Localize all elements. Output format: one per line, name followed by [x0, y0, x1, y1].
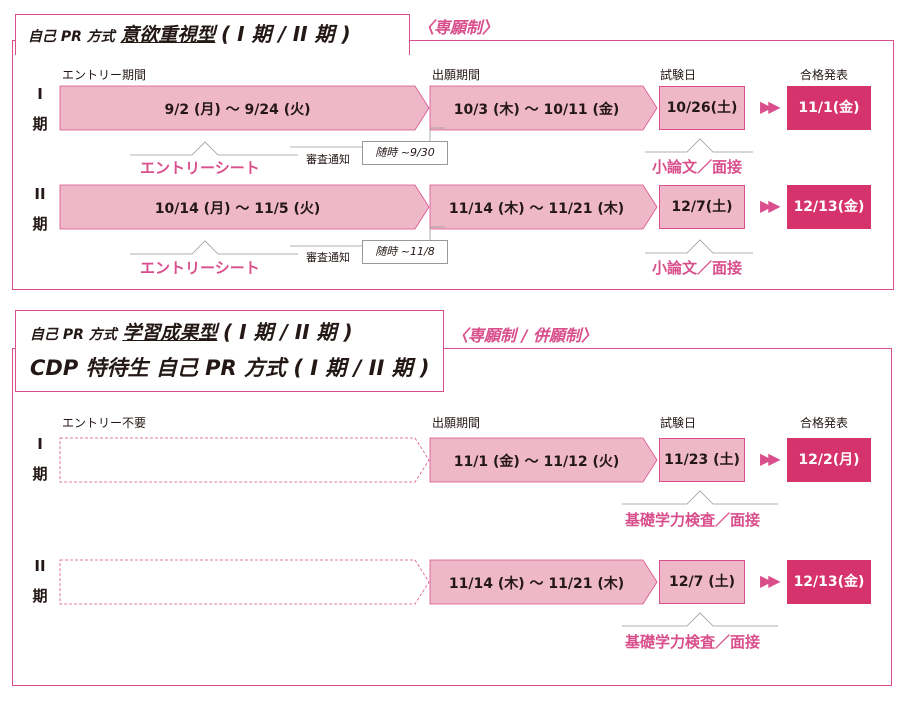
- exam-content-label: 小論文／面接: [652, 158, 743, 176]
- notice-box: 随時 ~11/8: [362, 240, 448, 264]
- entry-period-arrow: [59, 85, 430, 131]
- exam-content-label: 基礎学力検査／面接: [625, 633, 761, 651]
- application-period-arrow: [429, 437, 658, 483]
- entry-bracket: [130, 141, 298, 156]
- entry-period-text: 9/2 (月) ～ 9/24 (火): [164, 102, 311, 118]
- section1-system: 〈専願制〉: [418, 18, 499, 37]
- section2-tab: [15, 310, 444, 392]
- application-period-text: 11/14 (木) ～ 11/21 (木): [448, 201, 625, 217]
- application-period-text: 10/3 (木) ～ 10/11 (金): [453, 102, 620, 118]
- section1-tab: [15, 14, 410, 55]
- result-date-box: 12/2(月): [787, 438, 871, 482]
- section1-frame: [12, 40, 894, 290]
- entry-bracket: [130, 240, 298, 255]
- header-entry: エントリー期間: [62, 68, 147, 82]
- result-date-box: 11/1(金): [787, 86, 871, 130]
- exam-content-label: 基礎学力検査／面接: [625, 511, 761, 529]
- entry-not-required-arrow: [59, 559, 430, 605]
- exam-date-box: 10/26(土): [659, 86, 745, 130]
- entry-period-text: 10/14 (月) ～ 11/5 (火): [154, 201, 321, 217]
- header-exam: 試験日: [660, 68, 697, 82]
- application-period-text: 11/14 (木) ～ 11/21 (木): [448, 576, 625, 592]
- notice-label: 審査通知: [306, 251, 350, 264]
- notice-bracket: [290, 127, 445, 148]
- application-period-arrow: [429, 184, 658, 230]
- section1-subtitle: 自己 PR 方式: [28, 29, 115, 45]
- exam-bracket: [622, 490, 778, 505]
- exam-date-box: 12/7 (土): [659, 560, 745, 604]
- header-exam: 試験日: [660, 416, 697, 430]
- entry-not-required-arrow: [59, 437, 430, 483]
- exam-bracket: [645, 138, 753, 153]
- section1-title-main: 意欲重視型: [120, 24, 216, 46]
- section2-title-main: 学習成果型: [122, 322, 218, 344]
- section1-title-suffix: ( I 期 / II 期 ): [220, 22, 351, 46]
- exam-date-box: 12/7(土): [659, 185, 745, 229]
- exam-bracket: [622, 612, 778, 627]
- result-date-box: 12/13(金): [787, 560, 871, 604]
- header-application: 出願期間: [432, 416, 481, 430]
- section2-system: 〈専願制 / 併願制〉: [452, 326, 597, 345]
- section2-title: 自己 PR 方式 学習成果型 ( I 期 / II 期 ): [30, 316, 353, 345]
- notice-label: 審査通知: [306, 153, 350, 166]
- header-entry: エントリー不要: [62, 416, 147, 430]
- notice-bracket: [290, 226, 445, 247]
- exam-date-box: 11/23 (土): [659, 438, 745, 482]
- chevron-icon: ▶▶: [760, 196, 781, 215]
- period-label: II 期: [32, 557, 48, 605]
- section2-title-suffix: ( I 期 / II 期 ): [222, 320, 353, 344]
- chevron-icon: ▶▶: [760, 449, 781, 468]
- entry-item-label: エントリーシート: [140, 159, 260, 177]
- application-period-arrow: [429, 559, 658, 605]
- chevron-icon: ▶▶: [760, 97, 781, 116]
- header-result: 合格発表: [800, 416, 849, 430]
- period-label: I 期: [32, 85, 48, 133]
- period-label: II 期: [32, 185, 48, 233]
- chevron-icon: ▶▶: [760, 571, 781, 590]
- application-period-arrow: [429, 85, 658, 131]
- entry-period-arrow: [59, 184, 430, 230]
- result-date-box: 12/13(金): [787, 185, 871, 229]
- period-label: I 期: [32, 435, 48, 483]
- exam-content-label: 小論文／面接: [652, 259, 743, 277]
- section2-subtitle: 自己 PR 方式: [30, 327, 117, 343]
- section2-frame: [12, 348, 892, 686]
- entry-item-label: エントリーシート: [140, 259, 260, 277]
- application-period-text: 11/1 (金) ～ 11/12 (火): [453, 454, 620, 470]
- exam-bracket: [645, 239, 753, 254]
- section2-title2: CDP 特待生 自己 PR 方式 ( I 期 / II 期 ): [30, 356, 430, 380]
- header-result: 合格発表: [800, 68, 849, 82]
- header-application: 出願期間: [432, 68, 481, 82]
- notice-box: 随時 ~9/30: [362, 141, 448, 165]
- section1-title: 自己 PR 方式 意欲重視型 ( I 期 / II 期 ): [28, 18, 351, 47]
